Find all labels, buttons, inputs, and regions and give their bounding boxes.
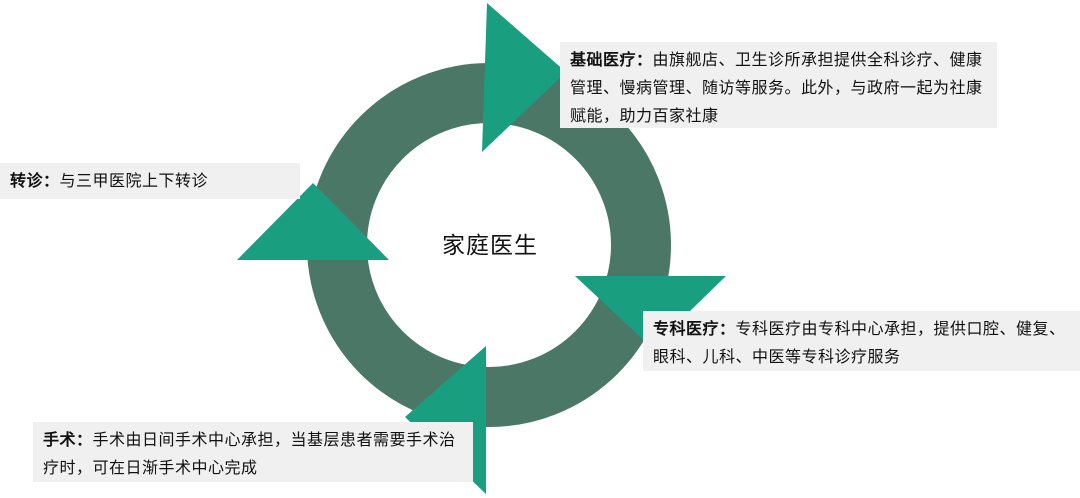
arrow-top-icon: [482, 3, 566, 152]
transfer-text: 与三甲医院上下转诊: [59, 171, 209, 190]
transfer-box: 转诊：与三甲医院上下转诊: [0, 163, 300, 199]
basic-care-box: 基础医疗：由旗舰店、卫生诊所承担提供全科诊疗、健康管理、慢病管理、随访等服务。此…: [560, 42, 997, 128]
transfer-title: 转诊：: [10, 171, 60, 190]
surgery-box: 手术：手术由日间手术中心承担，当基层患者需要手术治疗时，可在日渐手术中心完成: [33, 422, 473, 482]
specialty-care-text: 专科医疗由专科中心承担，提供口腔、健复、眼科、儿科、中医等专科诊疗服务: [653, 319, 1066, 366]
surgery-text: 手术由日间手术中心承担，当基层患者需要手术治疗时，可在日渐手术中心完成: [43, 430, 456, 477]
center-label: 家庭医生: [442, 233, 538, 259]
surgery-title: 手术：: [43, 430, 93, 449]
arrow-left-icon: [237, 183, 389, 260]
specialty-care-title: 专科医疗：: [653, 319, 736, 338]
basic-care-text: 由旗舰店、卫生诊所承担提供全科诊疗、健康管理、慢病管理、随访等服务。此外，与政府…: [570, 50, 983, 125]
specialty-care-box: 专科医疗：专科医疗由专科中心承担，提供口腔、健复、眼科、儿科、中医等专科诊疗服务: [643, 311, 1080, 371]
basic-care-title: 基础医疗：: [570, 50, 653, 69]
